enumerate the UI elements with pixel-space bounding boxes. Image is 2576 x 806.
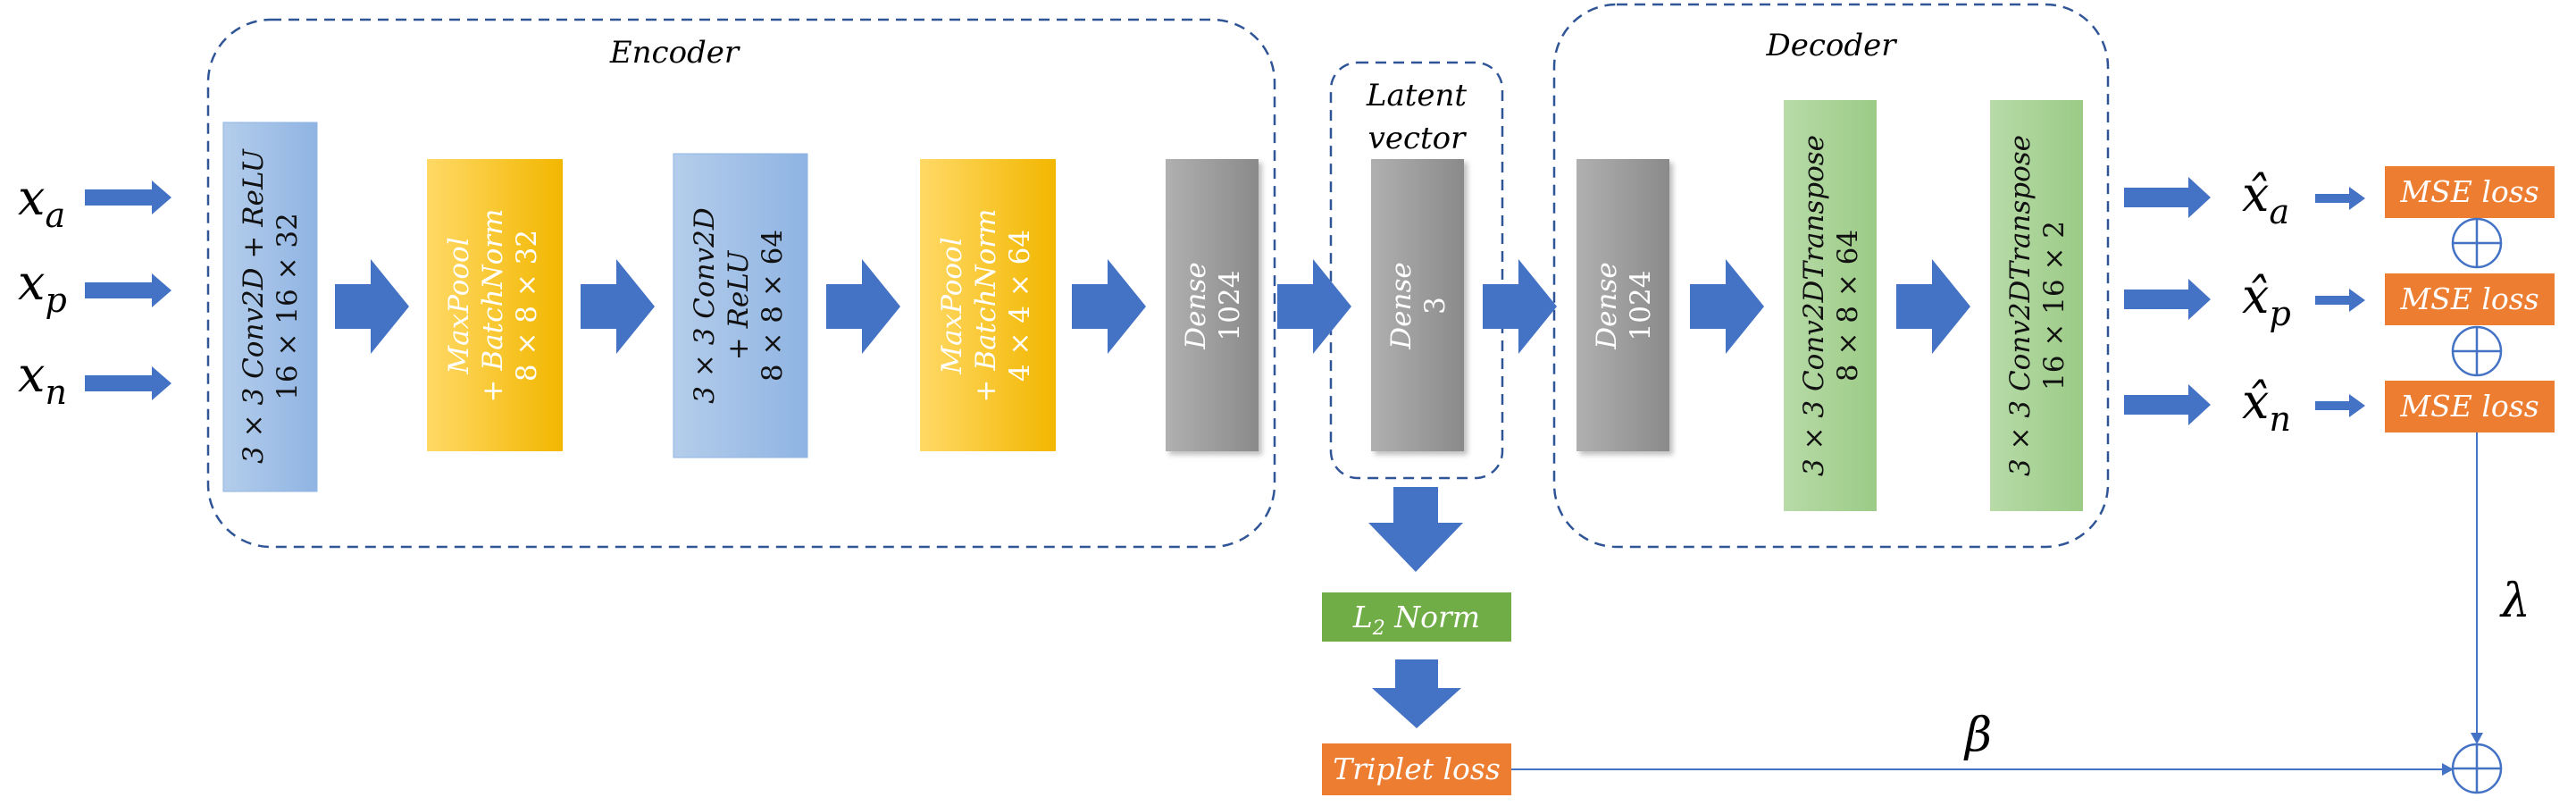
input-arrows: [85, 181, 171, 400]
pool1-text: MaxPoool + BatchNorm 8 × 8 × 32: [443, 209, 543, 403]
arrow-icon: [1368, 487, 1463, 572]
arrow-icon: [2124, 384, 2211, 425]
mse-loss-label-a: MSE loss: [2399, 174, 2538, 209]
dense-dec-text: Dense 1024: [1591, 262, 1657, 349]
flow-arrows: [335, 259, 1970, 354]
svg-text:MaxPoool: MaxPoool: [443, 237, 475, 374]
svg-text:Dense: Dense: [1180, 262, 1212, 349]
arrow-icon: [2442, 763, 2454, 776]
sum-icon: [2451, 743, 2503, 794]
svg-text:+ BatchNorm: + BatchNorm: [477, 209, 509, 403]
encoder-group: [206, 18, 1276, 549]
arrow-icon: [335, 259, 409, 354]
output-arrows: [2124, 177, 2211, 425]
svg-text:Dense: Dense: [1591, 262, 1623, 349]
dense-dec-block: [1577, 159, 1669, 451]
arrow-icon: [2315, 187, 2365, 210]
deconv2-text: 3 × 3 Conv2DTranspose 16 × 16 × 2: [2004, 135, 2070, 476]
dense-enc-block: [1166, 159, 1259, 451]
conv1-text: 3 × 3 Conv2D + ReLU 16 × 16 × 32: [238, 148, 304, 464]
sum-icon: [2451, 325, 2503, 377]
mse-loss-box-n: [2385, 381, 2555, 432]
arrow-icon: [85, 366, 171, 400]
output-xa: x̂a: [2242, 166, 2289, 231]
conv1-block: [222, 122, 318, 492]
deconv2-block: [1990, 100, 2083, 511]
input-xa: xa: [18, 170, 65, 235]
conv2-text: 3 × 3 Conv2D + ReLU 8 × 8 × 64: [689, 207, 789, 404]
mse-loss-box-a: [2385, 166, 2555, 218]
svg-text:8 × 8 × 64: 8 × 8 × 64: [757, 230, 789, 382]
input-xp: xp: [18, 255, 67, 320]
decoder-title: Decoder: [1765, 28, 1897, 63]
deconv1-block: [1784, 100, 1877, 511]
svg-text:3 × 3 Conv2D + ReLU: 3 × 3 Conv2D + ReLU: [238, 148, 270, 464]
svg-text:+ BatchNorm: + BatchNorm: [970, 209, 1002, 403]
input-xn: xn: [18, 347, 67, 412]
arrow-icon: [2471, 733, 2483, 744]
svg-text:1024: 1024: [1625, 271, 1657, 341]
svg-text:1024: 1024: [1214, 271, 1246, 341]
arrow-icon: [1896, 259, 1970, 354]
arrow-icon: [1277, 259, 1351, 354]
dense-latent-block: [1371, 159, 1464, 451]
decoder-group: [1552, 3, 2110, 549]
arrow-icon: [1690, 259, 1764, 354]
pool1-block: [427, 159, 563, 451]
triplet-loss-box: [1322, 743, 1511, 795]
latent-title-line2: vector: [1368, 121, 1468, 156]
pool2-text: MaxPoool + BatchNorm 4 × 4 × 64: [936, 209, 1036, 403]
svg-text:3: 3: [1419, 297, 1451, 315]
svg-text:8 × 8 × 32: 8 × 8 × 32: [511, 230, 543, 382]
arrow-icon: [1072, 259, 1146, 354]
svg-text:4 × 4 × 64: 4 × 4 × 64: [1004, 230, 1036, 382]
output-xp: x̂p: [2242, 268, 2291, 333]
output-xn: x̂n: [2242, 374, 2291, 439]
mse-loss-box-p: [2385, 273, 2555, 325]
arrow-icon: [85, 273, 171, 307]
triplet-loss-label: Triplet loss: [1333, 751, 1501, 786]
mse-arrows: [2315, 187, 2365, 417]
arrow-icon: [85, 181, 171, 214]
svg-text:16 × 16 × 32: 16 × 16 × 32: [272, 213, 304, 400]
dense-latent-text: Dense 3: [1385, 262, 1451, 349]
svg-text:MaxPoool: MaxPoool: [936, 237, 968, 374]
arrow-icon: [1483, 259, 1557, 354]
latent-title-line1: Latent: [1366, 78, 1468, 113]
lambda-label: λ: [2499, 575, 2530, 628]
sum-icon: [2451, 217, 2503, 269]
deconv1-text: 3 × 3 Conv2DTranspose 8 × 8 × 64: [1798, 135, 1864, 476]
arrow-icon: [1372, 659, 1461, 728]
l2-norm-box: [1322, 592, 1511, 642]
encoder-title: Encoder: [609, 35, 740, 71]
latent-group: [1329, 61, 1504, 480]
svg-text:3 × 3 Conv2DTranspose: 3 × 3 Conv2DTranspose: [2004, 135, 2037, 476]
arrow-icon: [581, 259, 655, 354]
arrow-icon: [2124, 177, 2211, 218]
svg-text:16 × 16 × 2: 16 × 16 × 2: [2038, 221, 2070, 390]
mse-loss-label-p: MSE loss: [2399, 281, 2538, 316]
conv2-block: [673, 153, 808, 458]
svg-text:+ ReLU: + ReLU: [723, 250, 755, 360]
svg-text:8 × 8 × 64: 8 × 8 × 64: [1832, 230, 1864, 382]
down-arrows: [1368, 487, 1463, 728]
svg-text:3 × 3 Conv2D: 3 × 3 Conv2D: [689, 207, 721, 404]
pool2-block: [920, 159, 1056, 451]
dense-enc-text: Dense 1024: [1180, 262, 1246, 349]
svg-text:3 × 3 Conv2DTranspose: 3 × 3 Conv2DTranspose: [1798, 135, 1830, 476]
l2-norm-label: L2 Norm: [1352, 600, 1480, 640]
arrow-icon: [2315, 394, 2365, 417]
arrow-icon: [2124, 279, 2211, 320]
svg-text:Dense: Dense: [1385, 262, 1418, 349]
arrow-icon: [2315, 289, 2365, 312]
beta-label: β: [1963, 709, 1992, 762]
mse-loss-label-n: MSE loss: [2399, 389, 2538, 424]
arrow-icon: [826, 259, 900, 354]
